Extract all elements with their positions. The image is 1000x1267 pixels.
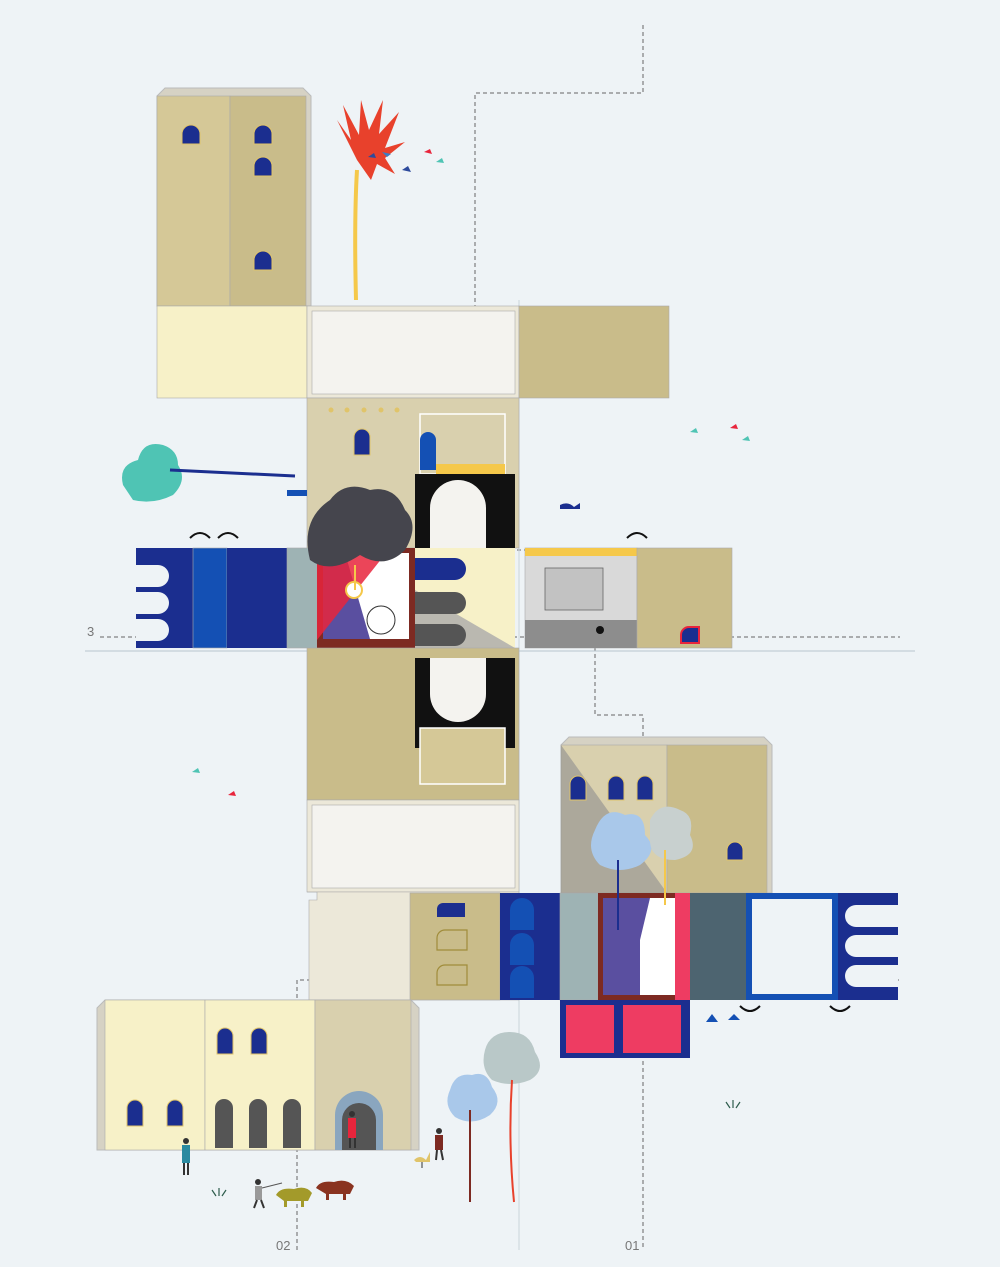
section-label-02: 02 bbox=[276, 1238, 290, 1253]
bird-icon bbox=[368, 149, 444, 172]
central-courtyard-house bbox=[136, 397, 733, 1001]
right-lower-house bbox=[409, 736, 898, 1058]
bird-icon bbox=[192, 424, 750, 796]
palm-tree-icon bbox=[337, 100, 405, 301]
person-icon bbox=[435, 1128, 444, 1161]
bird-icon bbox=[706, 1014, 740, 1022]
bottom-left-house bbox=[96, 999, 420, 1151]
fold-arrow-icon bbox=[189, 532, 851, 1012]
person-icon bbox=[348, 1111, 356, 1148]
person-icon bbox=[182, 1138, 190, 1175]
ox-icon bbox=[276, 1180, 354, 1207]
section-label-3: 3 bbox=[87, 624, 94, 639]
plant-icon bbox=[211, 1100, 741, 1197]
section-label-01: 01 bbox=[625, 1238, 639, 1253]
person-icon bbox=[253, 1179, 283, 1209]
tree-icon bbox=[307, 486, 413, 590]
bird-icon bbox=[414, 1152, 430, 1168]
arched-window bbox=[181, 124, 273, 271]
tree-icon bbox=[122, 444, 296, 502]
tree-icon bbox=[447, 1073, 498, 1202]
tree-icon bbox=[483, 1032, 540, 1203]
